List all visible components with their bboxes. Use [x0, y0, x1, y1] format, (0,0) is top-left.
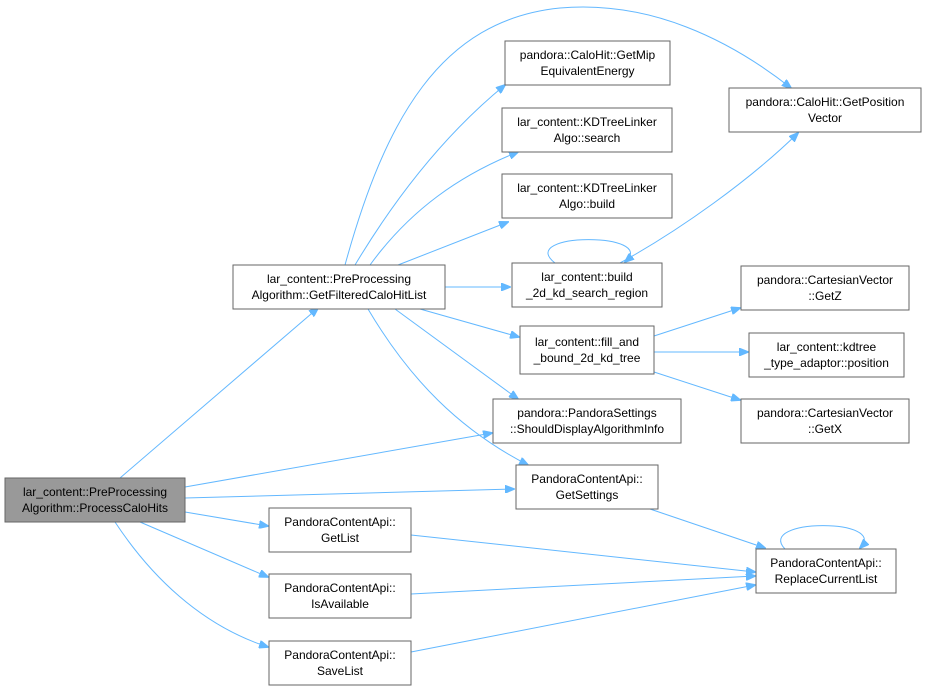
node-fillbound[interactable]: lar_content::fill_and_bound_2d_kd_tree — [519, 325, 655, 375]
node-label-kdbuild-1: lar_content::KDTreeLinker — [517, 181, 657, 195]
node-label-kdbuild-2: Algo::build — [559, 197, 615, 211]
edge-fillbound-to-getx — [653, 371, 740, 400]
node-label-getfiltered-1: lar_content::PreProcessing — [267, 272, 411, 286]
edges-layer — [114, 6, 865, 653]
node-kdposition[interactable]: lar_content::kdtree_type_adaptor::positi… — [748, 332, 905, 378]
node-label-process-2: Algorithm::ProcessCaloHits — [22, 501, 168, 515]
edge-getfiltered-to-fillbound — [419, 308, 519, 337]
node-label-build2d-1: lar_content::build — [541, 270, 632, 284]
node-box-replacecurrent — [755, 548, 897, 594]
node-getlist[interactable]: PandoraContentApi::GetList — [268, 507, 412, 553]
edge-fillbound-to-getz — [653, 308, 740, 337]
edge-process-to-getsettings — [184, 489, 514, 499]
node-label-getposition-2: Vector — [808, 111, 842, 125]
node-label-replacecurrent-1: PandoraContentApi:: — [770, 556, 881, 570]
node-isavailable[interactable]: PandoraContentApi::IsAvailable — [268, 573, 412, 619]
node-box-getfiltered — [232, 264, 446, 310]
edge-build2d-to-build2d — [547, 239, 631, 263]
nodes-layer: lar_content::PreProcessingAlgorithm::Pro… — [4, 40, 922, 686]
node-label-getx-1: pandora::CartesianVector — [757, 406, 893, 420]
node-shoulddisplay[interactable]: pandora::PandoraSettings::ShouldDisplayA… — [492, 398, 682, 444]
node-box-getmip — [504, 40, 671, 86]
node-box-getz — [740, 265, 910, 311]
node-label-shoulddisplay-1: pandora::PandoraSettings — [517, 406, 656, 420]
node-box-kdbuild — [501, 173, 673, 219]
edge-savelist-to-replacecurrent — [410, 585, 755, 653]
node-build2d[interactable]: lar_content::build_2d_kd_search_region — [511, 262, 663, 308]
node-label-getfiltered-2: Algorithm::GetFilteredCaloHitList — [252, 288, 427, 302]
edge-getfiltered-to-getposition — [344, 6, 791, 266]
node-label-getsettings-1: PandoraContentApi:: — [531, 472, 642, 486]
node-label-getz-2: ::GetZ — [808, 289, 841, 303]
node-getz[interactable]: pandora::CartesianVector::GetZ — [740, 265, 910, 311]
edge-getfiltered-to-getmip — [354, 85, 505, 266]
edge-getfiltered-to-kdbuild — [397, 222, 508, 266]
node-box-kdsearch — [501, 107, 673, 153]
node-label-process-1: lar_content::PreProcessing — [23, 485, 167, 499]
node-label-getmip-2: EquivalentEnergy — [540, 64, 634, 78]
node-label-kdposition-2: _type_adaptor::position — [763, 356, 889, 370]
node-label-savelist-2: SaveList — [317, 664, 364, 678]
node-label-fillbound-1: lar_content::fill_and — [535, 335, 639, 349]
edge-getlist-to-replacecurrent — [410, 534, 755, 572]
edge-replacecurrent-to-replacecurrent — [780, 525, 865, 549]
edge-process-to-savelist — [114, 521, 268, 647]
edge-process-to-getlist — [184, 511, 268, 526]
node-label-getlist-1: PandoraContentApi:: — [284, 515, 395, 529]
node-label-getposition-1: pandora::CaloHit::GetPosition — [746, 95, 905, 109]
node-box-getsettings — [515, 464, 659, 510]
node-savelist[interactable]: PandoraContentApi::SaveList — [268, 640, 412, 686]
node-label-isavailable-1: PandoraContentApi:: — [284, 581, 395, 595]
edge-process-to-getfiltered — [119, 308, 318, 479]
node-getfiltered[interactable]: lar_content::PreProcessingAlgorithm::Get… — [232, 264, 446, 310]
node-label-build2d-2: _2d_kd_search_region — [525, 286, 648, 300]
node-label-getz-1: pandora::CartesianVector — [757, 273, 893, 287]
node-box-kdposition — [748, 332, 905, 378]
node-label-kdposition-1: lar_content::kdtree — [777, 340, 877, 354]
node-label-kdsearch-1: lar_content::KDTreeLinker — [517, 115, 657, 129]
edge-build2d-to-getposition — [619, 133, 798, 264]
edge-process-to-isavailable — [139, 521, 268, 577]
node-getsettings[interactable]: PandoraContentApi::GetSettings — [515, 464, 659, 510]
node-box-getlist — [268, 507, 412, 553]
node-box-getx — [740, 398, 910, 444]
node-label-shoulddisplay-2: ::ShouldDisplayAlgorithmInfo — [510, 422, 664, 436]
node-label-kdsearch-2: Algo::search — [554, 131, 621, 145]
edge-process-to-shoulddisplay — [184, 433, 492, 488]
node-label-fillbound-2: _bound_2d_kd_tree — [533, 351, 641, 365]
node-process[interactable]: lar_content::PreProcessingAlgorithm::Pro… — [4, 477, 186, 523]
node-label-getlist-2: GetList — [321, 531, 360, 545]
node-box-process — [4, 477, 186, 523]
edge-isavailable-to-replacecurrent — [410, 576, 755, 595]
node-label-getmip-1: pandora::CaloHit::GetMip — [520, 48, 656, 62]
node-box-isavailable — [268, 573, 412, 619]
edge-getfiltered-to-kdsearch — [369, 152, 518, 266]
node-box-shoulddisplay — [492, 398, 682, 444]
edge-getsettings-to-replacecurrent — [649, 508, 765, 548]
node-label-replacecurrent-2: ReplaceCurrentList — [775, 572, 878, 586]
node-box-build2d — [511, 262, 663, 308]
node-getx[interactable]: pandora::CartesianVector::GetX — [740, 398, 910, 444]
node-label-isavailable-2: IsAvailable — [311, 597, 369, 611]
node-box-savelist — [268, 640, 412, 686]
edge-getfiltered-to-shoulddisplay — [394, 308, 518, 399]
node-label-getx-2: ::GetX — [808, 422, 842, 436]
node-box-fillbound — [519, 325, 655, 375]
node-label-savelist-1: PandoraContentApi:: — [284, 648, 395, 662]
edge-getfiltered-to-getsettings — [367, 308, 528, 465]
node-label-getsettings-2: GetSettings — [556, 488, 619, 502]
node-replacecurrent[interactable]: PandoraContentApi::ReplaceCurrentList — [755, 548, 897, 594]
node-box-getposition — [728, 87, 922, 133]
